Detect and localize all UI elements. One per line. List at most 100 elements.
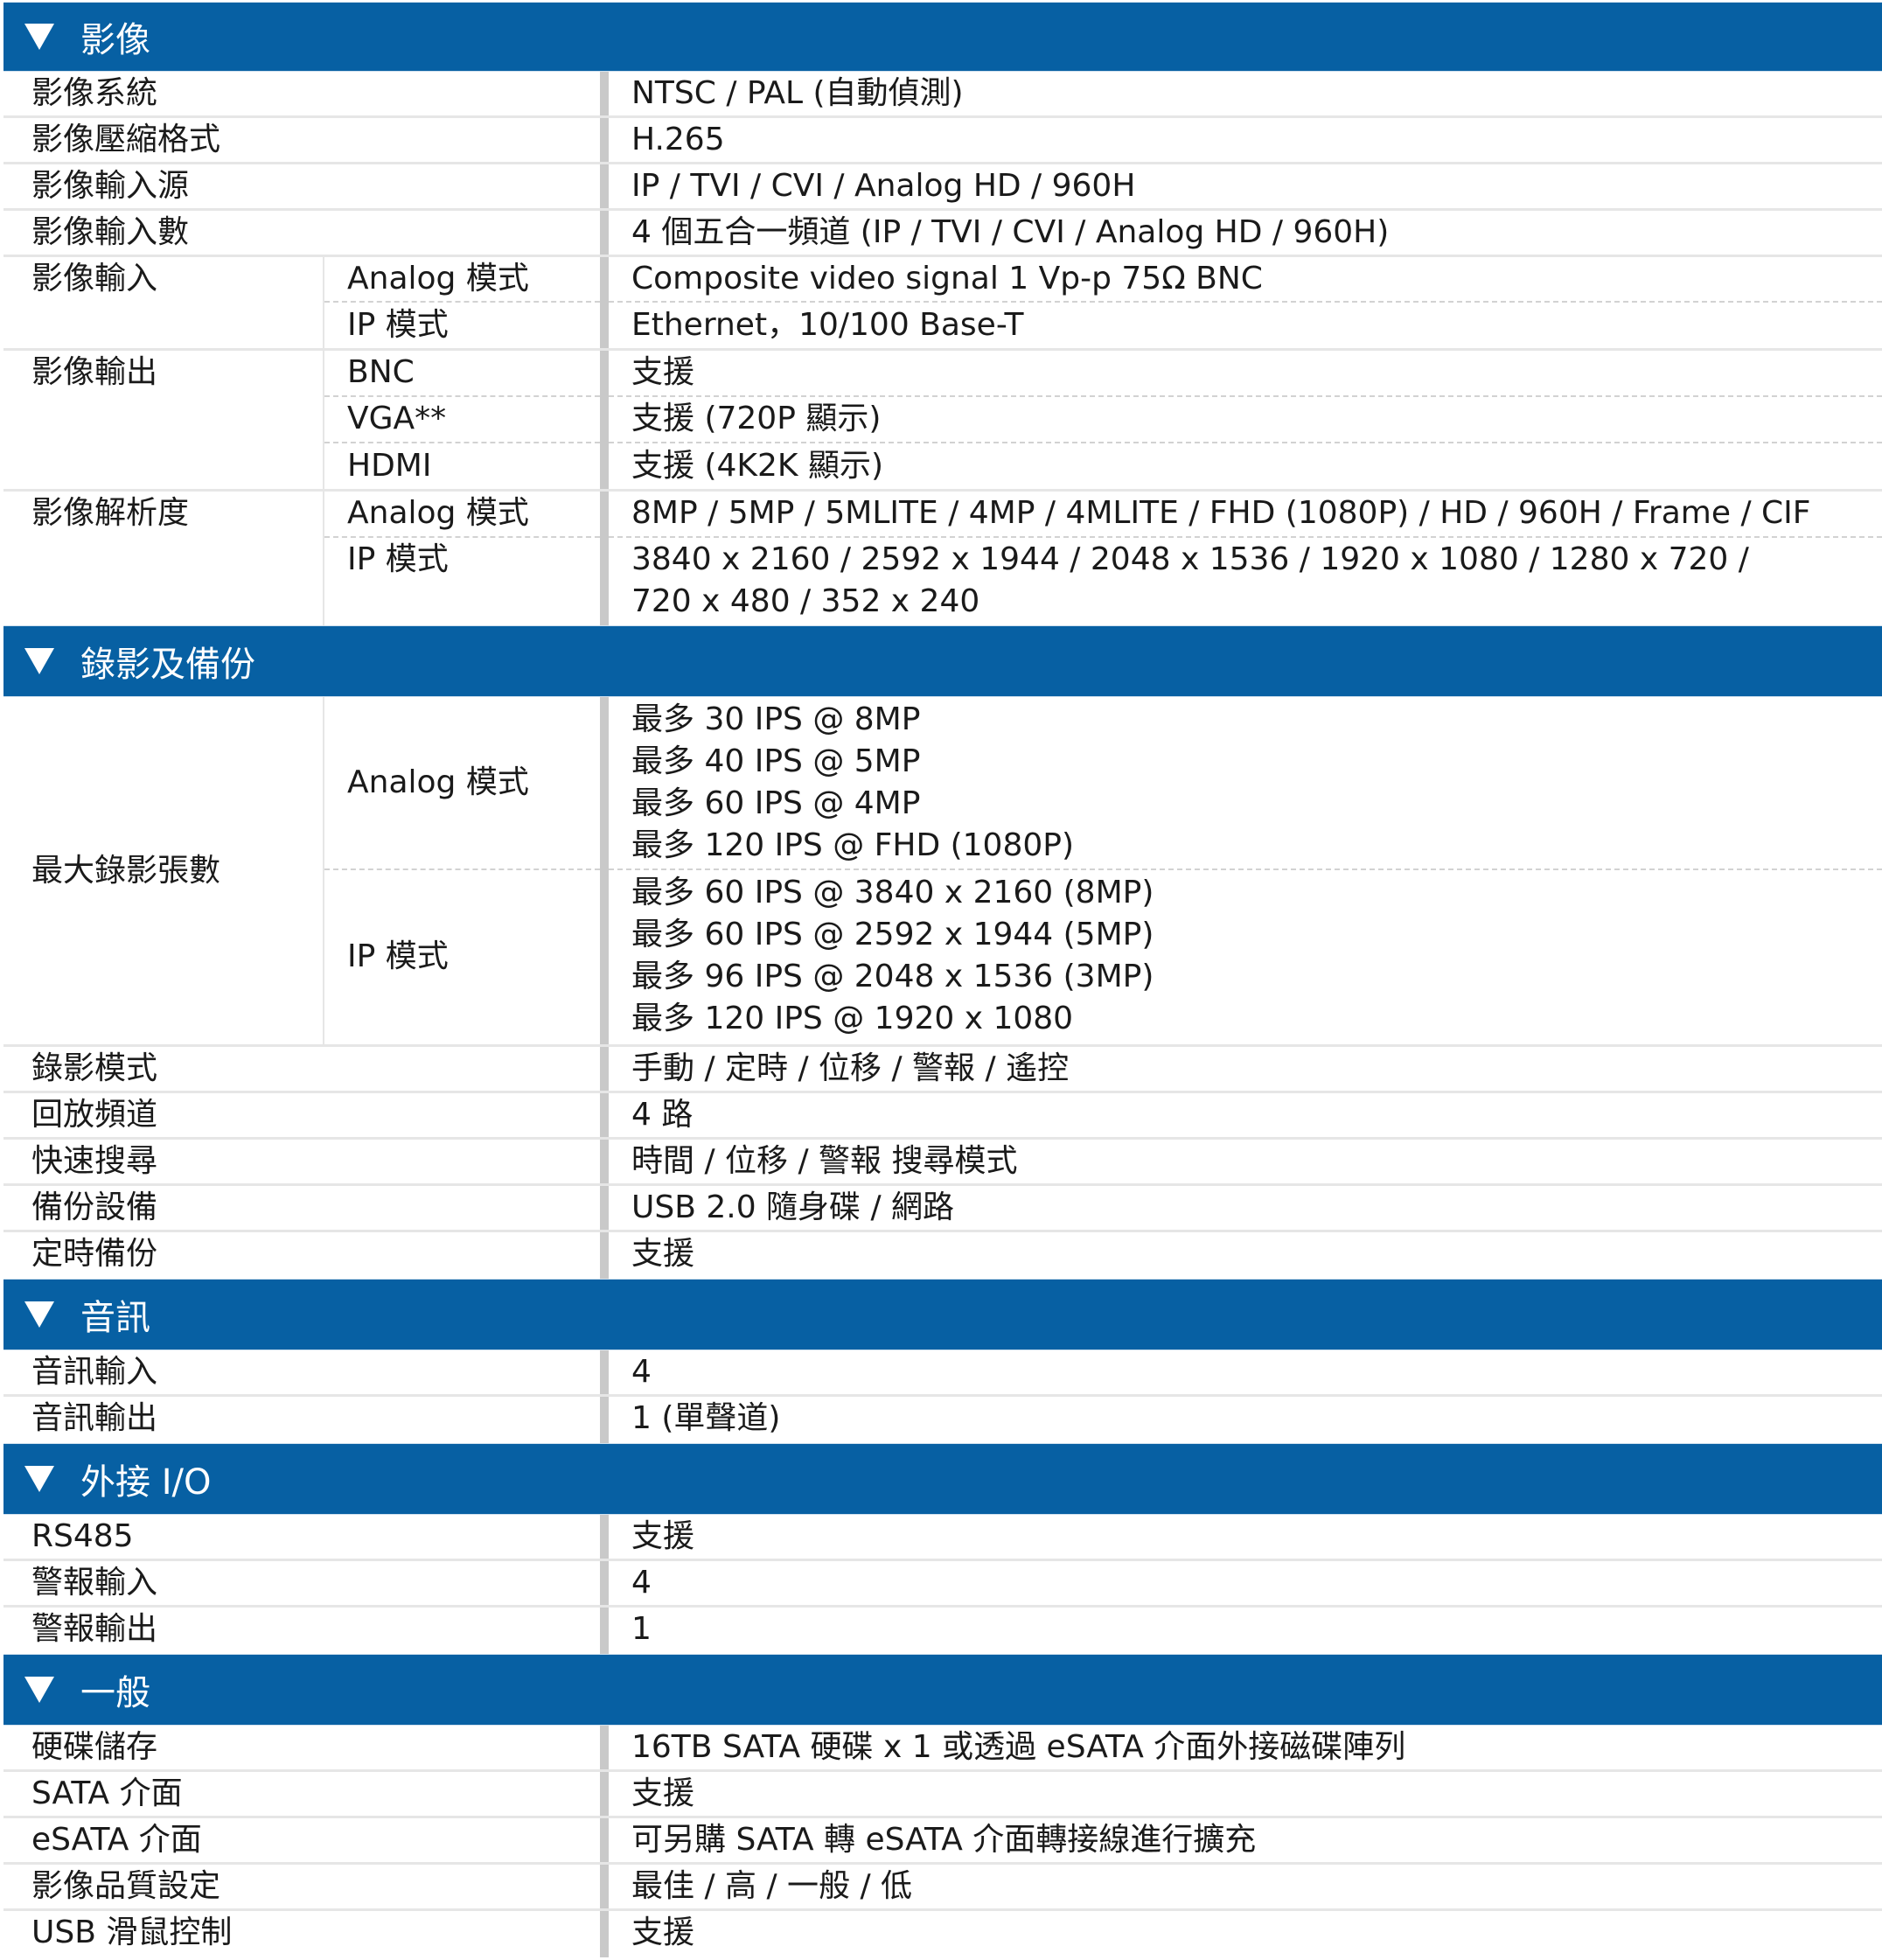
- triangle-down-icon: [24, 1301, 54, 1328]
- row-value: IP / TVI / CVI / Analog HD / 960H: [631, 168, 1136, 204]
- column-separator: [600, 697, 609, 1044]
- value-block: 3840 x 2160 / 2592 x 1944 / 2048 x 1536 …: [609, 538, 1882, 623]
- spec-row-compression: 影像壓縮格式 H.265: [3, 118, 1882, 164]
- row-value: USB 2.0 隨身碟 / 網路: [631, 1189, 955, 1225]
- column-separator: [600, 1911, 609, 1957]
- spec-row-resolution: 影像解析度 Analog 模式 IP 模式 8MP / 5MP / 5MLITE…: [3, 492, 1882, 625]
- section-header-recording[interactable]: 錄影及備份: [3, 625, 1882, 697]
- section-title: 錄影及備份: [80, 645, 255, 685]
- row-value: 最多 30 IPS @ 8MP: [631, 701, 921, 737]
- row-value: 3840 x 2160 / 2592 x 1944 / 2048 x 1536 …: [631, 541, 1749, 577]
- column-separator: [600, 1561, 609, 1605]
- triangle-down-icon: [24, 1466, 54, 1492]
- row-value: 最多 60 IPS @ 2592 x 1944 (5MP): [631, 917, 1154, 952]
- value-block: 最多 30 IPS @ 8MP 最多 40 IPS @ 5MP 最多 60 IP…: [609, 697, 1882, 870]
- value-column: 支援 支援 (720P 顯示) 支援 (4K2K 顯示): [609, 351, 1882, 489]
- column-separator: [600, 1772, 609, 1816]
- value-column: 最多 30 IPS @ 8MP 最多 40 IPS @ 5MP 最多 60 IP…: [609, 697, 1882, 1044]
- row-label: 影像輸入源: [31, 168, 190, 204]
- row-value: 支援: [631, 1236, 695, 1272]
- spec-row-audio-input: 音訊輸入 4: [3, 1350, 1882, 1397]
- spec-row-usb-mouse: USB 滑鼠控制 支援: [3, 1911, 1882, 1957]
- spec-row-sata: SATA 介面 支援: [3, 1772, 1882, 1818]
- spec-row-audio-output: 音訊輸出 1 (單聲道): [3, 1397, 1882, 1443]
- section-header-io[interactable]: 外接 I/O: [3, 1443, 1882, 1515]
- row-value: 720 x 480 / 352 x 240: [631, 583, 980, 619]
- column-separator: [600, 492, 609, 625]
- spec-row-video-system: 影像系統 NTSC / PAL (自動偵測): [3, 72, 1882, 118]
- sub-label: HDMI: [347, 448, 432, 484]
- row-label: 影像系統: [31, 75, 158, 111]
- section-header-video[interactable]: 影像: [3, 2, 1882, 72]
- spec-row-max-recording-rate: 最大錄影張數 Analog 模式 IP 模式 最多 30 IPS @ 8MP 最…: [3, 697, 1882, 1047]
- spec-row-playback: 回放頻道 4 路: [3, 1093, 1882, 1140]
- section-title: 外接 I/O: [80, 1462, 212, 1503]
- row-value: 支援: [631, 1775, 695, 1811]
- row-value: 可另購 SATA 轉 eSATA 介面轉接線進行擴充: [631, 1822, 1257, 1858]
- column-separator: [600, 164, 609, 208]
- row-value: Composite video signal 1 Vp-p 75Ω BNC: [609, 257, 1882, 303]
- row-value: 手動 / 定時 / 位移 / 警報 / 遙控: [631, 1050, 1070, 1086]
- triangle-down-icon: [24, 648, 54, 674]
- section-header-general[interactable]: 一般: [3, 1654, 1882, 1726]
- value-block: 最多 60 IPS @ 3840 x 2160 (8MP) 最多 60 IPS …: [609, 870, 1882, 1043]
- row-value: 支援 (4K2K 顯示): [631, 448, 884, 484]
- row-value: 時間 / 位移 / 警報 搜尋模式: [631, 1143, 1018, 1179]
- row-label: 影像解析度: [31, 495, 190, 531]
- row-value: 16TB SATA 硬碟 x 1 或透過 eSATA 介面外接磁碟陣列: [631, 1729, 1406, 1765]
- row-label: USB 滑鼠控制: [31, 1915, 233, 1950]
- column-separator: [600, 1047, 609, 1091]
- row-label: eSATA 介面: [31, 1822, 202, 1858]
- column-separator: [600, 1397, 609, 1443]
- sub-label-column: Analog 模式 IP 模式: [323, 697, 600, 1044]
- column-separator: [600, 1726, 609, 1769]
- row-label: 音訊輸入: [31, 1354, 158, 1390]
- row-value: 支援: [609, 351, 1882, 397]
- row-value: 支援 (720P 顯示): [609, 397, 1882, 443]
- row-value: 最多 60 IPS @ 4MP: [631, 785, 921, 821]
- row-value: 4: [631, 1565, 652, 1601]
- row-value: 1: [631, 1611, 652, 1647]
- row-label: 警報輸出: [31, 1611, 158, 1647]
- column-separator: [600, 211, 609, 255]
- column-separator: [600, 1140, 609, 1183]
- spec-row-input-count: 影像輸入數 4 個五合一頻道 (IP / TVI / CVI / Analog …: [3, 211, 1882, 257]
- triangle-down-icon: [24, 24, 54, 50]
- section-header-audio[interactable]: 音訊: [3, 1279, 1882, 1350]
- value-column: Composite video signal 1 Vp-p 75Ω BNC Et…: [609, 257, 1882, 348]
- row-label: 影像壓縮格式: [31, 122, 221, 157]
- row-value: 支援: [631, 1518, 695, 1554]
- row-value: NTSC / PAL (自動偵測): [631, 75, 964, 111]
- row-value: 支援: [631, 1915, 695, 1950]
- spec-row-esata: eSATA 介面 可另購 SATA 轉 eSATA 介面轉接線進行擴充: [3, 1818, 1882, 1865]
- row-label: 警報輸入: [31, 1565, 158, 1601]
- sub-label: Analog 模式: [324, 492, 600, 538]
- column-separator: [600, 1818, 609, 1862]
- spec-row-backup-device: 備份設備 USB 2.0 隨身碟 / 網路: [3, 1186, 1882, 1232]
- sub-label-column: BNC VGA** HDMI: [323, 351, 600, 489]
- row-label: SATA 介面: [31, 1775, 183, 1811]
- row-label: 最大錄影張數: [31, 852, 221, 889]
- row-value: 最多 96 IPS @ 2048 x 1536 (3MP): [631, 959, 1154, 994]
- row-label: 回放頻道: [31, 1097, 158, 1133]
- sub-label: Analog 模式: [324, 257, 600, 303]
- row-value: 4: [631, 1354, 652, 1390]
- row-label: 備份設備: [31, 1189, 158, 1225]
- row-value: 最多 120 IPS @ 1920 x 1080: [631, 1001, 1074, 1036]
- sub-label: Analog 模式: [324, 697, 600, 870]
- row-value: 4 路: [631, 1097, 694, 1133]
- column-separator: [600, 1232, 609, 1279]
- value-column: 8MP / 5MP / 5MLITE / 4MP / 4MLITE / FHD …: [609, 492, 1882, 625]
- row-label: 錄影模式: [31, 1050, 158, 1086]
- spec-table: 影像 影像系統 NTSC / PAL (自動偵測) 影像壓縮格式 H.265 影…: [3, 2, 1882, 1957]
- triangle-down-icon: [24, 1677, 54, 1703]
- row-label: 硬碟儲存: [31, 1729, 158, 1765]
- section-title: 音訊: [80, 1298, 150, 1338]
- section-title: 一般: [80, 1673, 150, 1713]
- spec-row-search: 快速搜尋 時間 / 位移 / 警報 搜尋模式: [3, 1140, 1882, 1186]
- row-value: 1 (單聲道): [631, 1400, 781, 1436]
- spec-row-video-output: 影像輸出 BNC VGA** HDMI 支援 支援 (720P 顯示) 支援 (…: [3, 351, 1882, 492]
- column-separator: [600, 1608, 609, 1654]
- row-value: Ethernet，10/100 Base-T: [631, 307, 1024, 343]
- spec-row-quality: 影像品質設定 最佳 / 高 / 一般 / 低: [3, 1865, 1882, 1911]
